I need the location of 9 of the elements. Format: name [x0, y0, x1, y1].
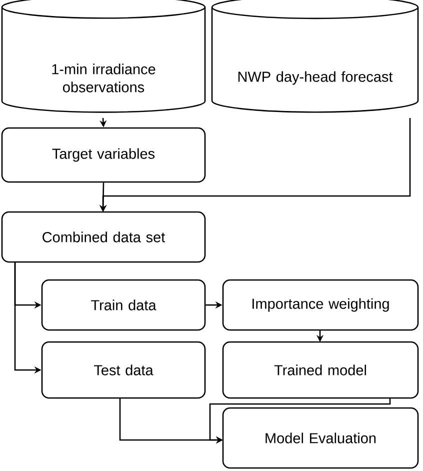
database-cylinder: NWP day-head forecast: [211, 0, 419, 113]
process-box: Test data: [41, 341, 206, 399]
process-box: Trained model: [222, 341, 419, 399]
process-box: Train data: [41, 279, 206, 331]
process-box: Importance weighting: [222, 279, 419, 331]
process-box: Combined data set: [1, 211, 206, 263]
process-box: Target variables: [1, 127, 206, 183]
process-box: Model Evaluation: [222, 407, 419, 469]
database-cylinder: 1-min irradiance observations: [1, 0, 206, 113]
